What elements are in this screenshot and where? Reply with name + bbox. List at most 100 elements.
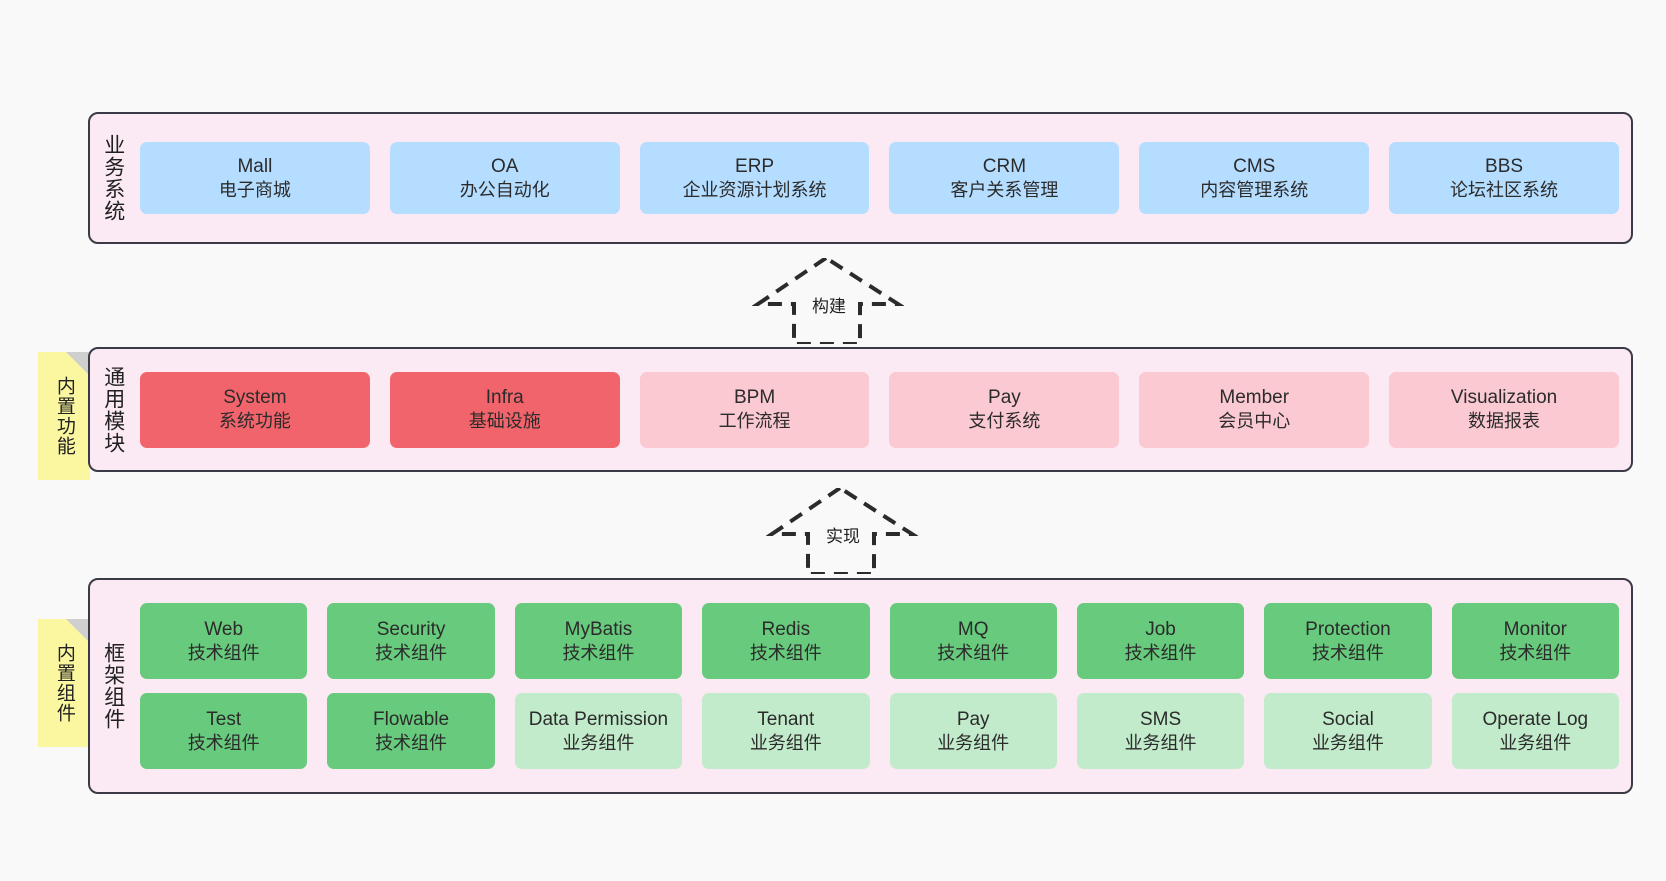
card-subtitle: 数据报表	[1468, 411, 1541, 432]
card-monitor[interactable]: Monitor 技术组件	[1451, 603, 1619, 679]
card-row: Mall 电子商城 OA 办公自动化 ERP 企业资源计划系统 CRM 客户关系…	[140, 142, 1619, 214]
card-mq[interactable]: MQ 技术组件	[889, 603, 1057, 679]
card-subtitle: 办公自动化	[459, 179, 550, 200]
card-mybatis[interactable]: MyBatis 技术组件	[514, 603, 683, 679]
tier-body-business-system: Mall 电子商城 OA 办公自动化 ERP 企业资源计划系统 CRM 客户关系…	[136, 114, 1631, 242]
card-subtitle: 业务组件	[562, 732, 635, 753]
card-visualization[interactable]: Visualization 数据报表	[1389, 371, 1619, 448]
card-subtitle: 业务组件	[1499, 732, 1572, 753]
card-cms[interactable]: CMS 内容管理系统	[1139, 142, 1370, 214]
card-subtitle: 技术组件	[375, 642, 448, 663]
card-bbs[interactable]: BBS 论坛社区系统	[1389, 142, 1619, 214]
card-subtitle: 基础设施	[468, 411, 541, 432]
card-title: Monitor	[1503, 618, 1567, 640]
card-data-permission[interactable]: Data Permission 业务组件	[514, 693, 683, 769]
note-fold-corner	[66, 352, 90, 376]
card-title: Protection	[1305, 618, 1391, 640]
tier-title-common-module: 通用模块	[101, 365, 125, 454]
card-subtitle: 论坛社区系统	[1450, 179, 1559, 200]
card-infra[interactable]: Infra 基础设施	[389, 371, 620, 448]
tier-body-framework-component: Web 技术组件 Security 技术组件 MyBatis 技术组件 Redi…	[136, 580, 1631, 792]
card-title: Job	[1145, 618, 1176, 640]
card-title: BBS	[1485, 155, 1524, 177]
card-subtitle: 技术组件	[187, 732, 260, 753]
card-flowable[interactable]: Flowable 技术组件	[327, 693, 495, 769]
card-pay[interactable]: Pay 支付系统	[889, 371, 1120, 448]
card-title: Visualization	[1450, 387, 1558, 409]
card-web[interactable]: Web 技术组件	[140, 603, 308, 679]
card-subtitle: 技术组件	[1124, 642, 1197, 663]
card-system[interactable]: System 系统功能	[140, 371, 370, 448]
card-title: Pay	[956, 708, 990, 730]
card-title: OA	[491, 155, 519, 177]
card-row: System 系统功能 Infra 基础设施 BPM 工作流程 Pay 支付系统…	[140, 371, 1619, 448]
card-title: ERP	[735, 155, 775, 177]
card-title: Flowable	[373, 708, 450, 730]
card-title: System	[223, 387, 287, 409]
card-subtitle: 技术组件	[187, 642, 260, 663]
card-subtitle: 业务组件	[749, 732, 822, 753]
card-bpm[interactable]: BPM 工作流程	[639, 371, 870, 448]
card-subtitle: 内容管理系统	[1200, 179, 1309, 200]
card-erp[interactable]: ERP 企业资源计划系统	[639, 142, 870, 214]
card-subtitle: 系统功能	[218, 411, 291, 432]
card-subtitle: 技术组件	[1311, 642, 1384, 663]
card-subtitle: 客户关系管理	[950, 179, 1059, 200]
card-test[interactable]: Test 技术组件	[140, 693, 308, 769]
card-operate-log[interactable]: Operate Log 业务组件	[1451, 693, 1619, 769]
card-title: CMS	[1233, 155, 1276, 177]
card-subtitle: 会员中心	[1218, 411, 1291, 432]
card-subtitle: 电子商城	[218, 179, 291, 200]
card-job[interactable]: Job 技术组件	[1076, 603, 1245, 679]
card-title: MQ	[957, 618, 989, 640]
tier-title-framework-component: 框架组件	[101, 642, 125, 730]
card-crm[interactable]: CRM 客户关系管理	[889, 142, 1120, 214]
note-fold-corner	[66, 619, 90, 643]
card-subtitle: 企业资源计划系统	[682, 179, 827, 200]
card-title: Security	[376, 618, 446, 640]
card-subtitle: 业务组件	[937, 732, 1010, 753]
card-subtitle: 技术组件	[1499, 642, 1572, 663]
card-protection[interactable]: Protection 技术组件	[1264, 603, 1432, 679]
note-label: 内置功能	[53, 376, 75, 456]
card-title: BPM	[733, 387, 776, 409]
card-title: Tenant	[757, 708, 815, 730]
note-builtin-feature: 内置功能	[38, 352, 90, 480]
card-title: Pay	[988, 387, 1021, 409]
connector-implement-label: 实现	[826, 527, 860, 546]
card-title: Member	[1219, 387, 1290, 409]
card-title: CRM	[982, 155, 1027, 177]
card-title: Data Permission	[528, 708, 669, 730]
card-pay-business[interactable]: Pay 业务组件	[889, 693, 1057, 769]
tier-business-system: 业务系统 Mall 电子商城 OA 办公自动化 ERP 企业资源计划系统 CRM…	[88, 112, 1633, 244]
card-row: Test 技术组件 Flowable 技术组件 Data Permission …	[140, 693, 1619, 769]
card-title: Test	[206, 708, 242, 730]
card-member[interactable]: Member 会员中心	[1139, 371, 1370, 448]
card-subtitle: 业务组件	[1124, 732, 1197, 753]
card-social[interactable]: Social 业务组件	[1264, 693, 1432, 769]
tier-title-business-system: 业务系统	[101, 134, 125, 222]
card-title: Infra	[485, 387, 524, 409]
card-subtitle: 技术组件	[937, 642, 1010, 663]
card-subtitle: 业务组件	[1311, 732, 1384, 753]
card-oa[interactable]: OA 办公自动化	[389, 142, 620, 214]
card-title: Operate Log	[1482, 708, 1589, 730]
card-subtitle: 技术组件	[375, 732, 448, 753]
card-subtitle: 支付系统	[968, 411, 1041, 432]
card-subtitle: 技术组件	[562, 642, 635, 663]
card-subtitle: 工作流程	[718, 411, 791, 432]
card-sms[interactable]: SMS 业务组件	[1076, 693, 1245, 769]
tier-framework-component: 框架组件 Web 技术组件 Security 技术组件 MyBatis 技术组件…	[88, 578, 1633, 794]
card-redis[interactable]: Redis 技术组件	[702, 603, 870, 679]
tier-body-common-module: System 系统功能 Infra 基础设施 BPM 工作流程 Pay 支付系统…	[136, 349, 1631, 470]
card-title: SMS	[1139, 708, 1182, 730]
tier-common-module: 通用模块 System 系统功能 Infra 基础设施 BPM 工作流程 Pay…	[88, 347, 1633, 472]
card-tenant[interactable]: Tenant 业务组件	[702, 693, 870, 769]
card-title: Redis	[761, 618, 811, 640]
card-title: MyBatis	[564, 618, 633, 640]
card-title: Social	[1322, 708, 1374, 730]
card-mall[interactable]: Mall 电子商城	[140, 142, 370, 214]
card-title: Web	[204, 618, 244, 640]
card-security[interactable]: Security 技术组件	[327, 603, 495, 679]
note-label: 内置组件	[53, 643, 75, 723]
